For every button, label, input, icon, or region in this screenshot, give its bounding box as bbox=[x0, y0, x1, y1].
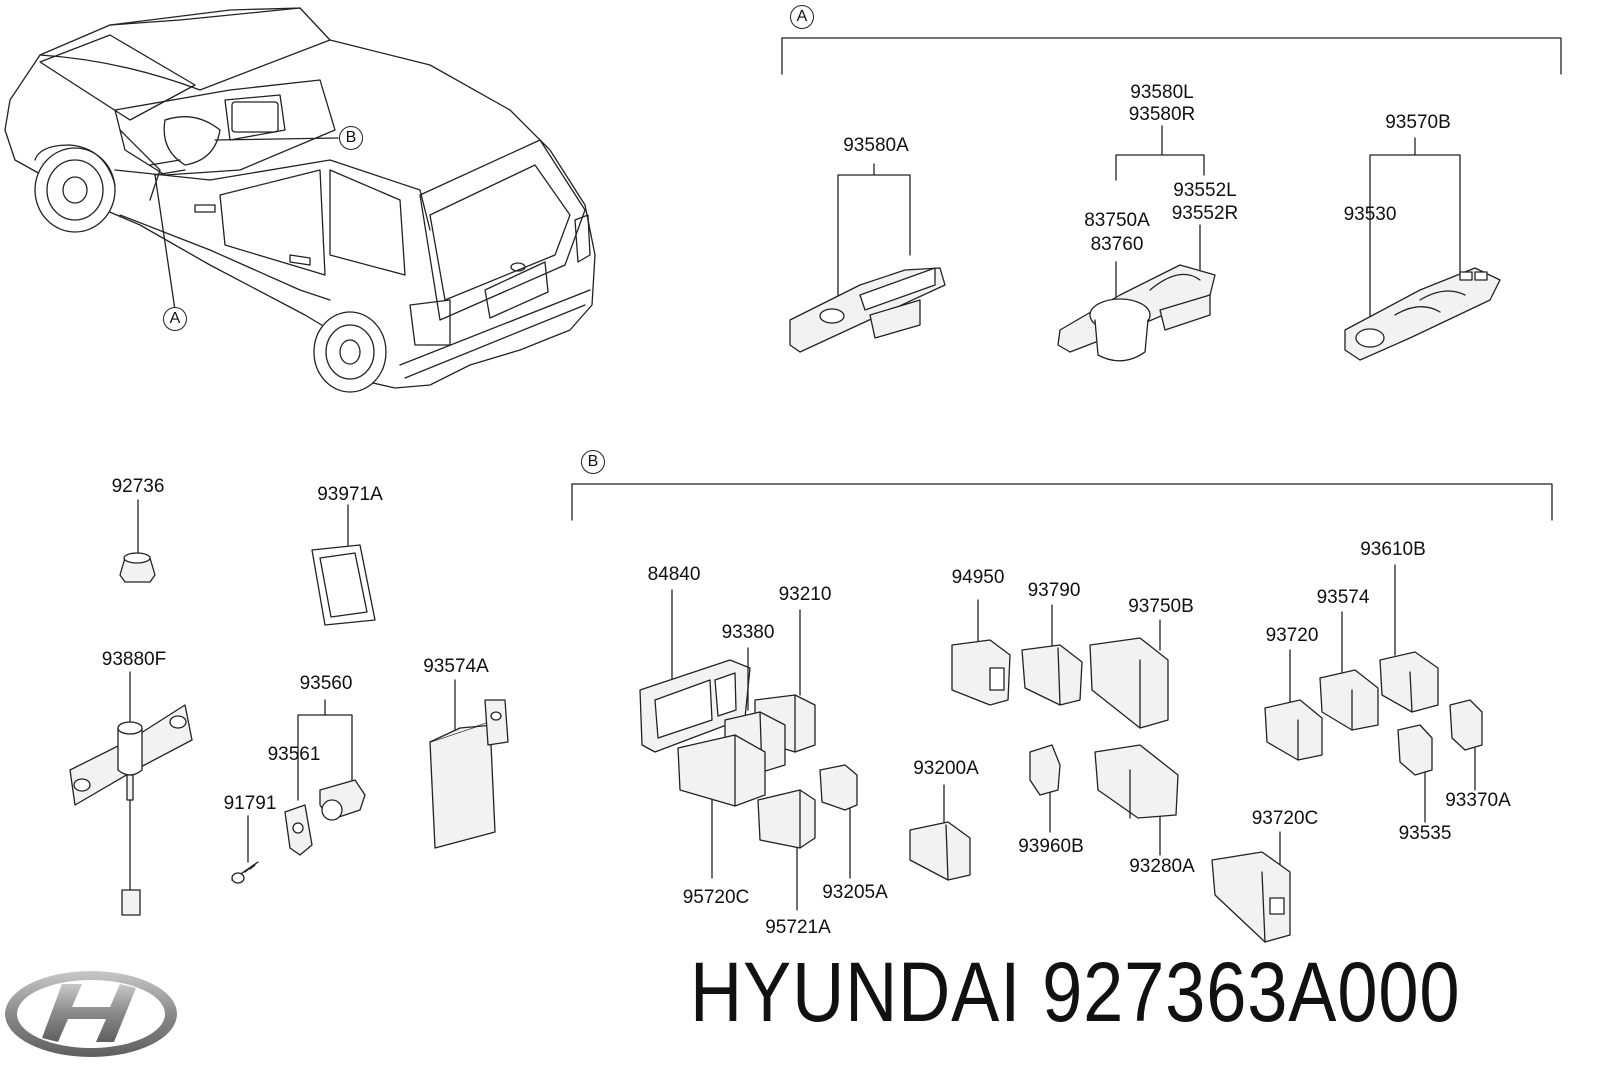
part-label: 93580A bbox=[843, 135, 909, 156]
screw-91791 bbox=[231, 861, 259, 884]
callout-b-vehicle: B bbox=[339, 126, 363, 150]
part-label: 93570B bbox=[1385, 112, 1451, 133]
module-94950 bbox=[951, 639, 1011, 706]
window-switch-panel-93580A bbox=[789, 267, 946, 353]
part-label: 93610B bbox=[1360, 539, 1426, 560]
part-label: 93530 bbox=[1343, 204, 1397, 225]
connector-93535 bbox=[1397, 724, 1433, 776]
part-label: 93750B bbox=[1128, 596, 1194, 617]
switch-93560 bbox=[319, 779, 366, 821]
part-label: 93552R bbox=[1171, 203, 1239, 224]
switch-93720C bbox=[1211, 851, 1291, 943]
part-label: 93380 bbox=[721, 622, 775, 643]
switch-93750B bbox=[1089, 637, 1169, 729]
switch-93720 bbox=[1264, 699, 1323, 761]
switch-93205A bbox=[819, 764, 858, 811]
part-label: 93720 bbox=[1265, 625, 1319, 646]
part-label: 93552L bbox=[1173, 180, 1237, 201]
window-switch-panel-93580L bbox=[1057, 264, 1216, 362]
callout-a-vehicle: A bbox=[163, 307, 187, 331]
part-label: 93560 bbox=[299, 673, 353, 694]
part-label: 95720C bbox=[682, 887, 750, 908]
switch-95720C bbox=[677, 734, 766, 807]
part-label: 84840 bbox=[647, 564, 701, 585]
part-label: 93790 bbox=[1027, 580, 1081, 601]
connector-93960B bbox=[1029, 744, 1061, 796]
switch-93610B bbox=[1379, 651, 1439, 713]
switch-93280A bbox=[1094, 744, 1179, 819]
callout-a-top: A bbox=[790, 5, 814, 29]
part-label: 83750A bbox=[1084, 210, 1150, 231]
gasket-93971A bbox=[311, 544, 376, 626]
part-label: 93971A bbox=[317, 484, 383, 505]
part-label: 83760 bbox=[1090, 234, 1144, 255]
part-label: 93960B bbox=[1018, 836, 1084, 857]
part-label: 93200A bbox=[913, 758, 979, 779]
plug-92736 bbox=[119, 552, 156, 583]
callout-b-section: B bbox=[581, 450, 605, 474]
connector-93370A bbox=[1449, 699, 1483, 751]
section-a-bracket bbox=[781, 37, 1562, 75]
relay-93574A bbox=[429, 699, 509, 849]
part-label: 94950 bbox=[951, 567, 1005, 588]
part-label: 93580L bbox=[1130, 82, 1194, 103]
brand-part-number: HYUNDAI 927363A000 bbox=[690, 945, 1461, 1039]
part-label: 93574A bbox=[423, 656, 489, 677]
part-label: 92736 bbox=[111, 476, 165, 497]
switch-93200A bbox=[909, 821, 971, 881]
sensor-93880F bbox=[69, 704, 193, 916]
part-label: 93210 bbox=[778, 584, 832, 605]
bracket-93561 bbox=[284, 804, 313, 856]
switch-93790 bbox=[1021, 644, 1083, 706]
part-label: 93535 bbox=[1398, 823, 1452, 844]
part-label: 93580R bbox=[1128, 104, 1196, 125]
part-label: 93720C bbox=[1251, 808, 1319, 829]
bezel-84840 bbox=[639, 659, 751, 753]
vehicle-illustration bbox=[4, 7, 596, 393]
switch-93574 bbox=[1319, 669, 1379, 731]
part-label: 93880F bbox=[101, 649, 167, 670]
part-label: 95721A bbox=[765, 917, 831, 938]
part-label: 93205A bbox=[822, 882, 888, 903]
part-label: 93561 bbox=[267, 744, 321, 765]
section-b-bracket bbox=[571, 483, 1553, 521]
part-label: 93574 bbox=[1316, 587, 1370, 608]
part-label: 93370A bbox=[1445, 790, 1511, 811]
window-switch-panel-93570B bbox=[1344, 267, 1501, 361]
part-label: 93280A bbox=[1129, 856, 1195, 877]
hyundai-logo-icon bbox=[5, 971, 177, 1057]
part-label: 91791 bbox=[223, 793, 277, 814]
switch-95721A bbox=[757, 789, 816, 849]
